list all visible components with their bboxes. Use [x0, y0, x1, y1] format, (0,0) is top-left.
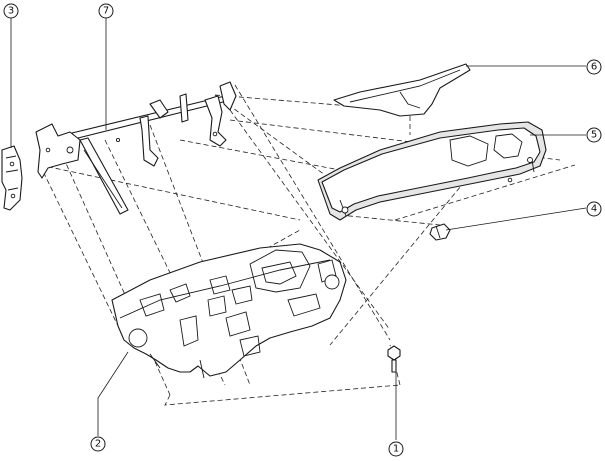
- side-bracket: [1, 145, 23, 211]
- callout-3: 3: [3, 3, 19, 19]
- leader-lines: [10, 18, 587, 440]
- callout-5-label: 5: [591, 130, 597, 141]
- callout-4-label: 4: [591, 204, 597, 215]
- callout-4: 4: [586, 201, 602, 217]
- callout-2-label: 2: [95, 439, 101, 450]
- callout-6: 6: [586, 59, 602, 75]
- bolt-fastener: [387, 345, 401, 373]
- callout-1-label: 1: [393, 444, 399, 455]
- steering-support-member: [35, 81, 237, 215]
- callout-7-label: 7: [103, 6, 109, 17]
- callout-2: 2: [90, 436, 106, 452]
- callout-1: 1: [388, 441, 404, 457]
- callout-5: 5: [586, 127, 602, 143]
- callout-6-label: 6: [591, 62, 597, 73]
- upper-dashboard-panel: [317, 121, 547, 221]
- callout-7: 7: [98, 3, 114, 19]
- callout-3-label: 3: [8, 6, 14, 17]
- clip-fastener: [429, 223, 451, 241]
- instrument-panel: [111, 243, 347, 379]
- defroster-cover: [333, 63, 471, 117]
